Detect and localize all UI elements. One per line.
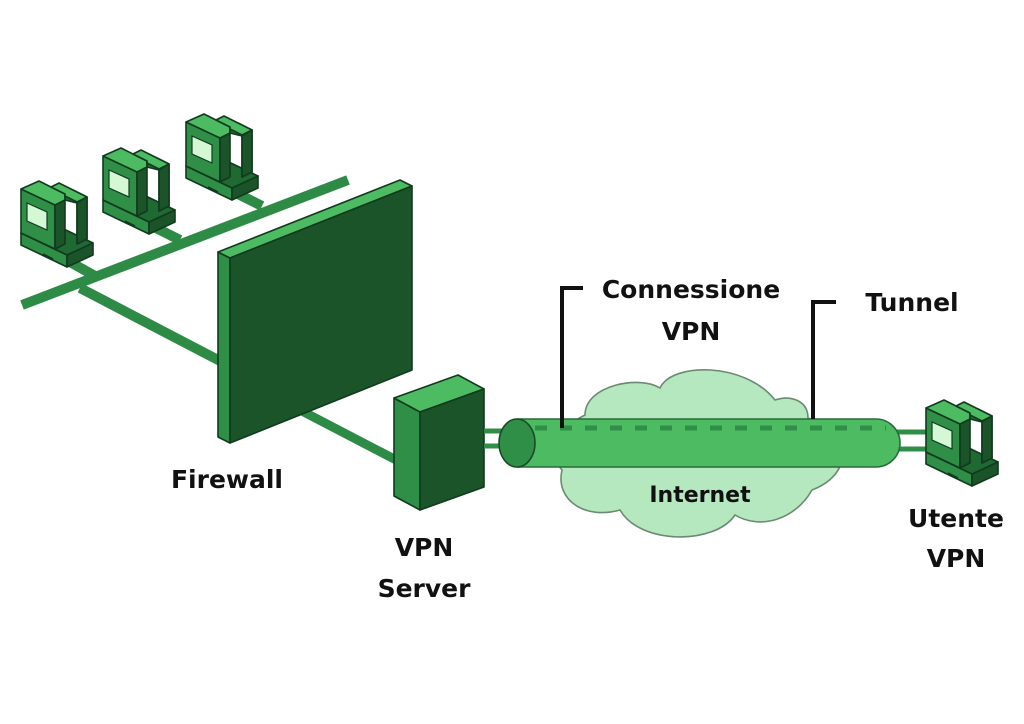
vpn-server-label-line1: VPN <box>395 533 454 562</box>
computer-icon <box>185 113 259 201</box>
computer-icon <box>925 399 999 487</box>
callout-tunnel <box>811 300 836 419</box>
vpn-tunnel <box>498 418 901 468</box>
workstation-pc2 <box>102 147 176 235</box>
vpn-server <box>393 374 485 511</box>
firewall <box>217 179 413 444</box>
tunnel-pipe-icon <box>517 418 901 468</box>
tunnel-label: Tunnel <box>865 288 958 317</box>
computer-icon <box>102 147 176 235</box>
workstation-vpn-user <box>925 399 999 487</box>
server-box-icon <box>393 397 421 511</box>
vpn-connection-label-line1: Connessione <box>602 275 780 304</box>
internet-label: Internet <box>649 483 751 508</box>
pc2-drop-cable <box>153 223 183 245</box>
firewall-link-cable <box>77 283 225 367</box>
lan-bus-cable <box>20 175 350 310</box>
firewall-to-server-cable <box>297 406 403 466</box>
workstation-pc3 <box>185 113 259 201</box>
tunnel-opening <box>498 418 536 468</box>
firewall-wall-icon <box>217 251 231 444</box>
vpn-user-label-line1: Utente <box>908 504 1004 533</box>
workstation-pc1 <box>20 180 94 268</box>
firewall-label: Firewall <box>171 465 283 494</box>
vpn-user-label-line2: VPN <box>927 544 986 573</box>
computer-icon <box>20 180 94 268</box>
vpn-connection-label-line2: VPN <box>662 317 721 346</box>
vpn-server-label-line2: Server <box>378 574 472 603</box>
callout-vpn-connection <box>560 286 583 428</box>
